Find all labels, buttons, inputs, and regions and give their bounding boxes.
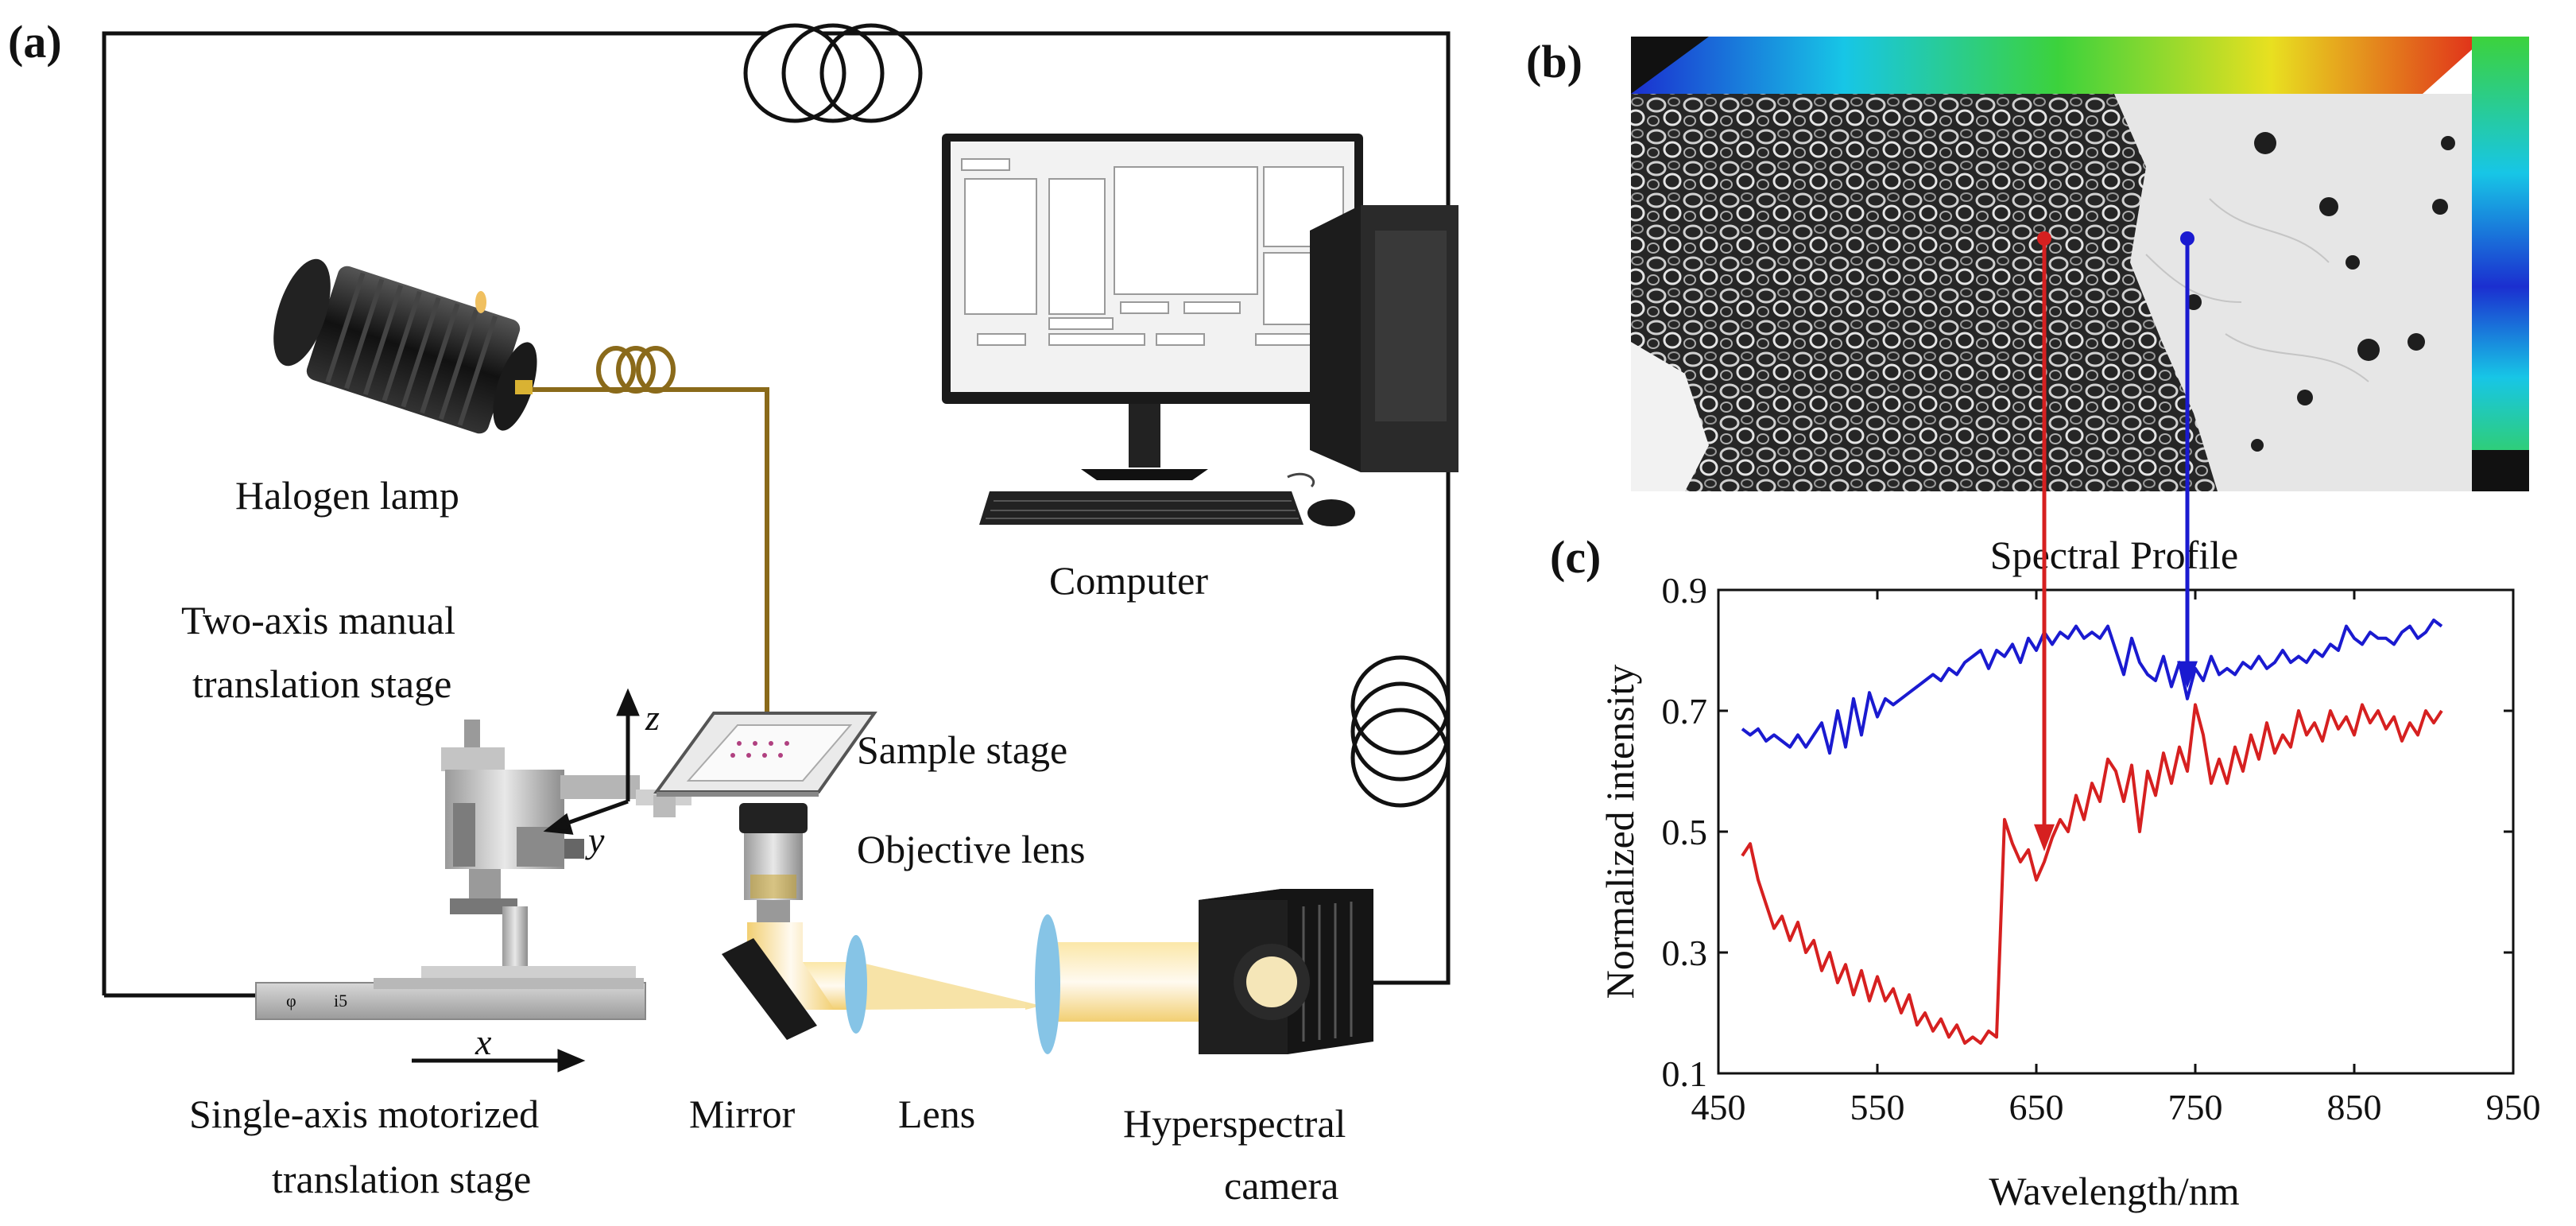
lens-2-icon bbox=[1035, 914, 1060, 1054]
x-tick-label: 750 bbox=[2168, 1087, 2223, 1127]
computer-label: Computer bbox=[1049, 558, 1208, 603]
x-tick-label: 550 bbox=[1850, 1087, 1905, 1127]
spectral-profile-chart: Spectral Profile 450 550 650 750 850 950 0.1 0.… bbox=[1598, 231, 2541, 1213]
computer-monitor-icon bbox=[942, 134, 1363, 480]
optical-fiber bbox=[533, 346, 769, 731]
two-axis-stage-label-line2: translation stage bbox=[192, 661, 451, 706]
objective-lens-icon bbox=[739, 803, 808, 922]
mirror-label: Mirror bbox=[689, 1092, 796, 1136]
y-tick-label: 0.7 bbox=[1662, 691, 1708, 731]
cable-loop bbox=[102, 31, 1451, 998]
y-axis-title: Normalized intensity bbox=[1598, 665, 1642, 999]
motorized-stage-icon: φ i5 bbox=[255, 978, 646, 1020]
y-tick-label: 0.3 bbox=[1662, 933, 1708, 973]
series-line-red bbox=[1741, 703, 2443, 1045]
cable-coil-top bbox=[743, 23, 923, 123]
chart-title: Spectral Profile bbox=[1990, 533, 2238, 577]
panel-label-c: (c) bbox=[1550, 531, 1601, 583]
mouse-icon bbox=[1287, 472, 1355, 526]
camera-label-line1: Hyperspectral bbox=[1123, 1101, 1346, 1146]
hyperspectral-cube-image bbox=[1631, 37, 2529, 491]
panel-label-a: (a) bbox=[8, 16, 62, 68]
x-axis-title: Wavelength/nm bbox=[1989, 1169, 2239, 1213]
lens-1-icon bbox=[845, 935, 867, 1034]
single-axis-stage-label-line1: Single-axis motorized bbox=[189, 1092, 539, 1136]
z-axis-label: z bbox=[645, 697, 660, 738]
sample-stage-icon bbox=[653, 712, 877, 797]
single-axis-stage-label-line2: translation stage bbox=[272, 1157, 531, 1201]
two-axis-stage-label-line1: Two-axis manual bbox=[181, 598, 455, 642]
objective-lens-label: Objective lens bbox=[857, 827, 1085, 871]
x-tick-label: 650 bbox=[2009, 1087, 2064, 1127]
halogen-lamp-label: Halogen lamp bbox=[235, 473, 459, 518]
halogen-lamp-icon bbox=[273, 258, 537, 434]
keyboard-icon bbox=[979, 491, 1303, 525]
y-tick-label: 0.9 bbox=[1662, 570, 1708, 611]
svg-text:i5: i5 bbox=[334, 991, 347, 1011]
cable-coil-right bbox=[1350, 655, 1451, 808]
x-axis-arrow bbox=[412, 1049, 586, 1073]
panel-label-b: (b) bbox=[1526, 36, 1582, 87]
camera-label-line2: camera bbox=[1224, 1163, 1338, 1208]
manual-stage-icon bbox=[421, 720, 691, 986]
profile-arrow-head bbox=[2177, 661, 2198, 689]
x-axis-label: x bbox=[475, 1022, 492, 1062]
mirror-icon bbox=[722, 938, 817, 1040]
x-tick-label: 950 bbox=[2486, 1087, 2541, 1127]
x-tick-label: 450 bbox=[1691, 1087, 1746, 1127]
lens-label: Lens bbox=[898, 1092, 975, 1136]
profile-arrow-head bbox=[2034, 824, 2055, 852]
sample-stage-label: Sample stage bbox=[857, 727, 1067, 772]
coordinate-axes-icon bbox=[543, 688, 640, 835]
svg-text:φ: φ bbox=[286, 991, 296, 1011]
y-tick-label: 0.1 bbox=[1662, 1053, 1708, 1094]
computer-tower-icon bbox=[1310, 205, 1458, 472]
series-line-blue bbox=[1741, 619, 2443, 755]
y-axis-label: y bbox=[585, 820, 605, 860]
x-tick-label: 850 bbox=[2327, 1087, 2382, 1127]
y-tick-label: 0.5 bbox=[1662, 812, 1708, 852]
hyperspectral-camera-icon bbox=[1199, 889, 1373, 1054]
plot-frame bbox=[1717, 588, 2515, 1075]
